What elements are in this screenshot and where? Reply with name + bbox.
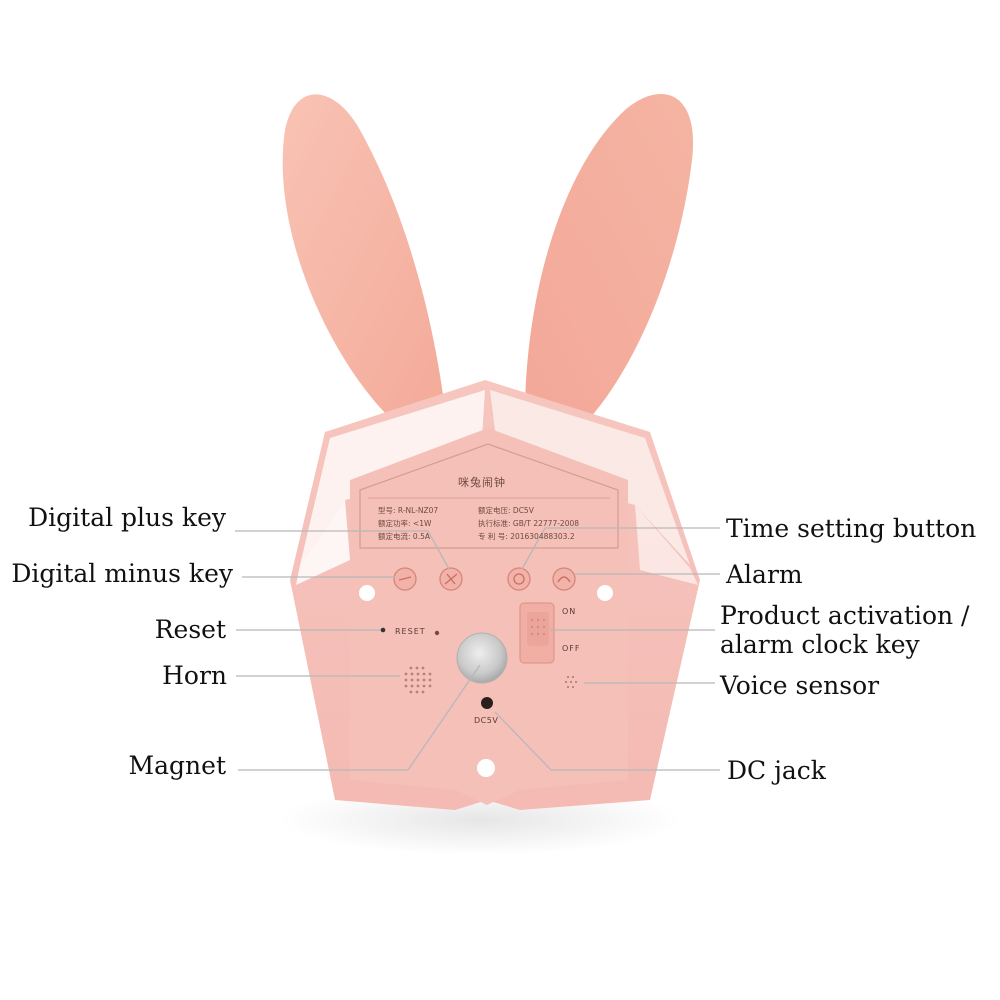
right-ear (525, 94, 694, 419)
reset-hole[interactable] (434, 630, 440, 636)
activation-switch[interactable] (519, 602, 555, 664)
minus-key-button[interactable] (393, 567, 417, 591)
product-name-cn: 咪兔闹钟 (458, 476, 506, 489)
callout-reset: Reset (154, 615, 226, 644)
spec-row: 额定电流: 0.5A (378, 532, 430, 541)
callout-digital-minus-key: Digital minus key (11, 559, 233, 588)
callout-voice-sensor: Voice sensor (720, 671, 880, 700)
side-highlight-left (296, 500, 350, 585)
callout-line: Product activation / (720, 601, 970, 630)
reset-pointer-dot (380, 627, 386, 633)
mount-hole (477, 759, 495, 777)
callout-line: alarm clock key (720, 630, 920, 659)
side-highlight-right (635, 505, 698, 585)
magnet (456, 632, 508, 684)
callout-horn: Horn (162, 661, 227, 690)
switch-on-label: ON (562, 607, 577, 616)
plus-key-button[interactable] (439, 567, 463, 591)
alarm-button[interactable] (552, 567, 576, 591)
voice-sensor-grille (564, 675, 578, 689)
spec-row: 额定功率: <1W (378, 519, 432, 528)
spec-col-right: 额定电压: DC5V 执行标准: GB/T 22777-2008 专 利 号: … (478, 504, 618, 543)
spec-row: 型号: R-NL-NZ07 (378, 506, 439, 515)
reset-label: RESET (395, 627, 426, 636)
spec-row: 额定电压: DC5V (478, 506, 534, 515)
switch-off-label: OFF (562, 644, 581, 653)
callout-alarm: Alarm (726, 560, 803, 589)
spec-row: 专 利 号: 201630488303.2 (478, 532, 575, 541)
dc-jack-port[interactable] (481, 697, 493, 709)
callout-dc-jack: DC jack (727, 756, 826, 785)
mount-hole (359, 585, 375, 601)
horn-grille (404, 666, 432, 694)
spec-col-left: 型号: R-NL-NZ07 额定功率: <1W 额定电流: 0.5A (378, 504, 488, 543)
leader-lines (235, 527, 720, 771)
back-panel (350, 428, 628, 805)
spec-row: 执行标准: GB/T 22777-2008 (478, 519, 580, 528)
dc-port-label: DC5V (474, 716, 499, 725)
mount-hole (597, 585, 613, 601)
left-ear (282, 94, 445, 420)
time-setting-button[interactable] (507, 567, 531, 591)
callout-time-setting-button: Time setting button (726, 514, 977, 543)
callout-product-activation: Product activation / alarm clock key (720, 601, 969, 659)
spec-label-frame (359, 443, 619, 549)
callout-magnet: Magnet (128, 751, 226, 780)
callout-digital-plus-key: Digital plus key (28, 503, 226, 532)
